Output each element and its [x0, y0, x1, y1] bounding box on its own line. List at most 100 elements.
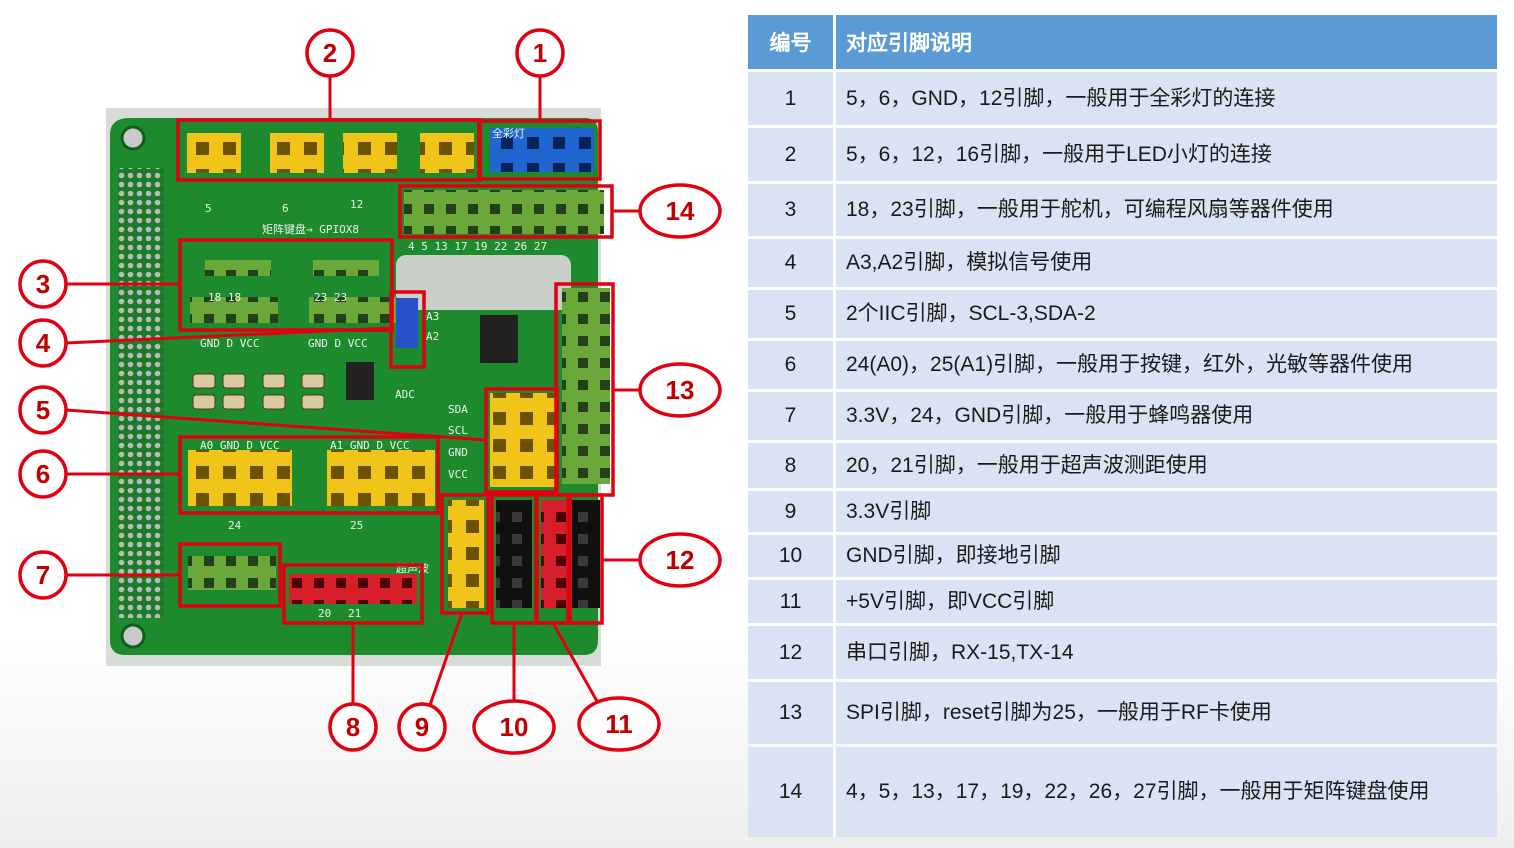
callout-2-label: 2 — [323, 38, 337, 68]
callout-6: 6 — [18, 449, 68, 499]
row-description: 5，6，GND，12引脚，一般用于全彩灯的连接 — [833, 72, 1497, 125]
silk-20: 20 — [318, 607, 331, 620]
callout-10: 10 — [472, 699, 556, 755]
gnd-header — [496, 500, 532, 608]
sensor-header-a1 — [327, 450, 435, 506]
ultrasonic-header — [289, 574, 417, 604]
table-row: 6 24(A0)，25(A1)引脚，一般用于按键，红外，光敏等器件使用 — [748, 341, 1497, 389]
row-number: 14 — [748, 747, 833, 837]
row-description: 18，23引脚，一般用于舵机，可编程风扇等器件使用 — [833, 184, 1497, 236]
row-description: A3,A2引脚，模拟信号使用 — [833, 239, 1497, 287]
table-row: 11 +5V引脚，即VCC引脚 — [748, 580, 1497, 623]
buzzer-header — [188, 556, 276, 590]
callout-7-label: 7 — [36, 560, 50, 590]
callout-1: 1 — [515, 28, 565, 78]
table-row: 2 5，6，12，16引脚，一般用于LED小灯的连接 — [748, 128, 1497, 181]
table-row: 9 3.3V引脚 — [748, 491, 1497, 532]
silk-gnd-d-vcc-2: GND D VCC — [308, 337, 368, 350]
silk-scl: SCL — [448, 424, 468, 437]
silk-a1-label: A1 GND D VCC — [330, 439, 409, 452]
row-number: 7 — [748, 392, 833, 440]
silk-pin-6: 6 — [282, 202, 289, 215]
matrix-header — [404, 190, 604, 234]
silk-servo-1: 18 18 — [208, 291, 241, 304]
table-row: 14 4，5，13，17，19，22，26，27引脚，一般用于矩阵键盘使用 — [748, 747, 1497, 837]
row-description: GND引脚，即接地引脚 — [833, 535, 1497, 577]
silk-adc: ADC — [395, 388, 415, 401]
led-header-4 — [420, 133, 474, 173]
resistor-row — [192, 373, 325, 410]
callout-13-label: 13 — [666, 375, 695, 405]
rgb-header — [490, 128, 594, 172]
table-row: 12 串口引脚，RX-15,TX-14 — [748, 626, 1497, 679]
table-row: 3 18，23引脚，一般用于舵机，可编程风扇等器件使用 — [748, 184, 1497, 236]
callout-14-label: 14 — [666, 196, 695, 226]
row-number: 3 — [748, 184, 833, 236]
table-row: 5 2个IIC引脚，SCL-3,SDA-2 — [748, 290, 1497, 338]
silk-21: 21 — [348, 607, 361, 620]
silk-a3: A3 — [426, 310, 439, 323]
callout-2: 2 — [305, 28, 355, 78]
silk-matrix: 矩阵键盘→ GPIOX8 — [262, 222, 359, 236]
box-9 — [440, 493, 490, 615]
pin-description-table: 编号 对应引脚说明 1 5，6，GND，12引脚，一般用于全彩灯的连接 2 5，… — [748, 12, 1497, 840]
table-row: 1 5，6，GND，12引脚，一般用于全彩灯的连接 — [748, 72, 1497, 125]
table-row: 7 3.3V，24，GND引脚，一般用于蜂鸣器使用 — [748, 392, 1497, 440]
row-number: 12 — [748, 626, 833, 679]
silk-ultrasonic: 超声波 — [396, 561, 429, 575]
callout-8: 8 — [328, 702, 378, 752]
callout-14: 14 — [638, 183, 722, 239]
row-number: 2 — [748, 128, 833, 181]
silk-pin-5: 5 — [205, 202, 212, 215]
row-description: SPI引脚，reset引脚为25，一般用于RF卡使用 — [833, 682, 1497, 744]
silk-vcc: VCC — [448, 468, 468, 481]
row-number: 8 — [748, 443, 833, 488]
callout-12: 12 — [638, 532, 722, 588]
callout-9-label: 9 — [415, 712, 429, 742]
callout-11: 11 — [577, 696, 661, 752]
callout-3: 3 — [18, 259, 68, 309]
uart-header — [572, 500, 600, 608]
callout-4: 4 — [18, 318, 68, 368]
row-description: 20，21引脚，一般用于超声波测距使用 — [833, 443, 1497, 488]
silk-gnd-d-vcc-1: GND D VCC — [200, 337, 260, 350]
led-header-1 — [187, 133, 241, 173]
row-number: 4 — [748, 239, 833, 287]
v33-header — [448, 500, 484, 608]
servo-header-1 — [190, 297, 278, 323]
row-number: 10 — [748, 535, 833, 577]
silk-servo-2: 23 23 — [314, 291, 347, 304]
silk-sda: SDA — [448, 403, 468, 416]
silk-a0-label: A0 GND D VCC — [200, 439, 279, 452]
callout-6-label: 6 — [36, 459, 50, 489]
silk-gnd: GND — [448, 446, 468, 459]
row-description: 5，6，12，16引脚，一般用于LED小灯的连接 — [833, 128, 1497, 181]
silk-pin-12: 12 — [350, 198, 363, 211]
row-description: 3.3V引脚 — [833, 491, 1497, 532]
box-5 — [484, 387, 559, 494]
row-description: +5V引脚，即VCC引脚 — [833, 580, 1497, 623]
row-number: 13 — [748, 682, 833, 744]
row-description: 24(A0)，25(A1)引脚，一般用于按键，红外，光敏等器件使用 — [833, 341, 1497, 389]
callout-8-label: 8 — [346, 712, 360, 742]
board-diagram: 5 6 12 矩阵键盘→ GPIOX8 4 5 13 17 19 22 26 2… — [18, 28, 722, 755]
callout-5: 5 — [18, 385, 68, 435]
led-header-2 — [270, 133, 324, 173]
callout-3-label: 3 — [36, 269, 50, 299]
table-row: 13 SPI引脚，reset引脚为25，一般用于RF卡使用 — [748, 682, 1497, 744]
table-row: 4 A3,A2引脚，模拟信号使用 — [748, 239, 1497, 287]
leader-lines — [65, 76, 640, 706]
led-header-3 — [343, 133, 397, 173]
row-description: 4，5，13，17，19，22，26，27引脚，一般用于矩阵键盘使用 — [833, 747, 1497, 837]
sensor-header-a0 — [188, 450, 292, 506]
table-row: 8 20，21引脚，一般用于超声波测距使用 — [748, 443, 1497, 488]
row-number: 9 — [748, 491, 833, 532]
header-number: 编号 — [748, 15, 833, 69]
spi-header — [562, 288, 610, 484]
row-number: 6 — [748, 341, 833, 389]
callout-5-label: 5 — [36, 395, 50, 425]
row-description: 3.3V，24，GND引脚，一般用于蜂鸣器使用 — [833, 392, 1497, 440]
callout-7: 7 — [18, 550, 68, 600]
silk-a2: A2 — [426, 330, 439, 343]
row-number: 5 — [748, 290, 833, 338]
